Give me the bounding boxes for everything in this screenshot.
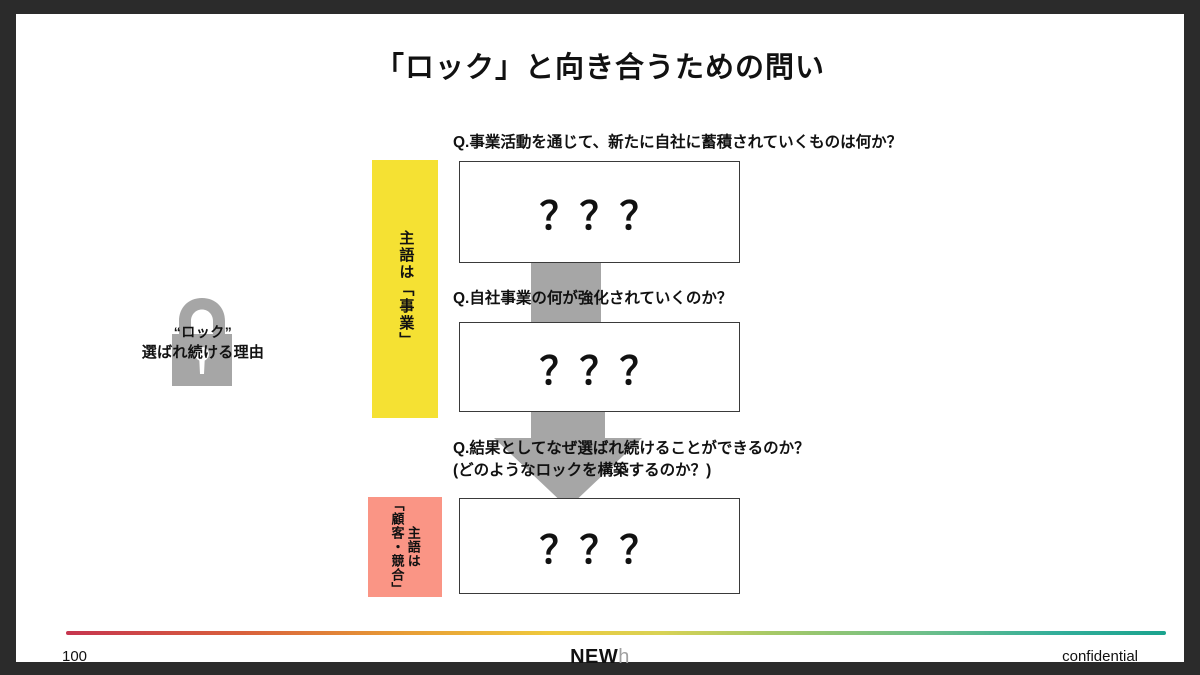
side-label-subject-customer-competitor: 「顧客・競合」 主語は — [368, 497, 442, 597]
footer-logo-secondary: h — [618, 646, 630, 668]
lock-badge: “ロック” 選ばれ続ける理由 — [114, 296, 292, 388]
lock-badge-quoted-label: “ロック” — [173, 324, 233, 340]
lock-badge-text: “ロック” 選ばれ続ける理由 — [114, 322, 292, 364]
side-label-customer-competitor-column-2: 主語は — [405, 526, 421, 568]
answer-box-3-value: ？？？ — [539, 529, 660, 572]
question-2-heading: Q.自社事業の何が強化されていくのか？ — [453, 288, 732, 310]
footer-gradient-divider — [66, 631, 1166, 635]
connector-bar — [531, 261, 601, 325]
footer-confidential-label: confidential — [1062, 648, 1138, 665]
slide-canvas: 「ロック」と向き合うための問い “ロック” 選ばれ続ける理由 主語は「事業」 — [16, 14, 1184, 668]
answer-box-2[interactable]: ？？？ — [459, 322, 740, 412]
lock-icon — [164, 296, 240, 388]
answer-box-3[interactable]: ？？？ — [459, 498, 740, 594]
answer-box-1-value: ？？？ — [539, 195, 660, 238]
side-label-subject-business-text: 主語は「事業」 — [397, 229, 415, 349]
footer-logo-primary: NEW — [570, 646, 619, 668]
question-3-line-2: (どのようなロックを構築するのか？) — [453, 462, 712, 480]
answer-box-2-value: ？？？ — [539, 350, 660, 393]
side-label-subject-business: 主語は「事業」 — [372, 160, 438, 418]
footer-logo: NEWh — [16, 646, 1184, 669]
question-3-heading: Q.結果としてなぜ選ばれ続けることができるのか？ (どのようなロックを構築するの… — [453, 438, 810, 483]
lock-badge-description: 選ばれ続ける理由 — [141, 344, 265, 362]
connector-arrow-down-icon — [494, 410, 642, 508]
question-3-line-1: Q.結果としてなぜ選ばれ続けることができるのか？ — [453, 440, 810, 457]
side-label-customer-competitor-column-1: 「顧客・競合」 — [389, 498, 405, 596]
footer-page-number: 100 — [62, 648, 88, 665]
page-title: 「ロック」と向き合うための問い — [374, 52, 825, 84]
question-2-line-1: Q.自社事業の何が強化されていくのか？ — [453, 290, 733, 307]
answer-box-1[interactable]: ？？？ — [459, 161, 740, 263]
question-1-line-1: Q.事業活動を通じて、新たに自社に蓄積されていくものは何か？ — [453, 134, 903, 151]
question-1-heading: Q.事業活動を通じて、新たに自社に蓄積されていくものは何か？ — [453, 132, 902, 154]
